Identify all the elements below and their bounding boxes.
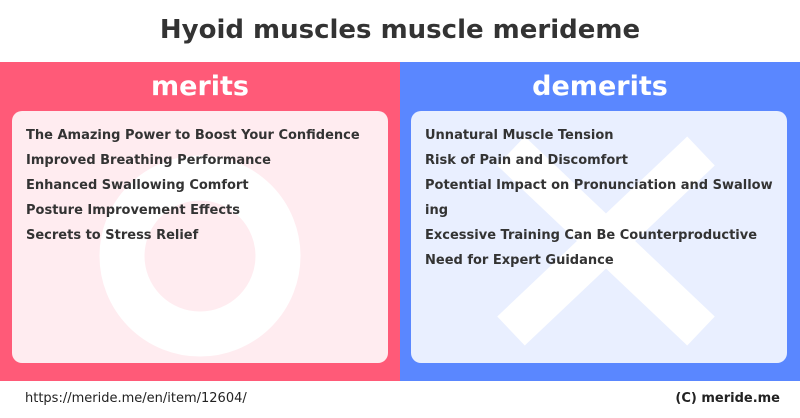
circle-icon <box>99 155 301 357</box>
merits-panel: merits The Amazing Power to Boost Your C… <box>0 62 400 381</box>
demerit-item: Excessive Training Can Be Counterproduct… <box>425 228 758 243</box>
demerits-heading: demerits <box>532 71 668 102</box>
merits-list-box: The Amazing Power to Boost Your Confiden… <box>12 111 388 363</box>
cross-icon <box>497 136 715 346</box>
merit-item: Secrets to Stress Relief <box>26 228 199 243</box>
merit-item: Improved Breathing Performance <box>26 153 271 168</box>
demerit-item: Unnatural Muscle Tension <box>425 128 614 143</box>
demerits-list-box: Unnatural Muscle Tension Risk of Pain an… <box>411 111 787 363</box>
merit-item: The Amazing Power to Boost Your Confiden… <box>26 128 360 143</box>
page-title: Hyoid muscles muscle merideme <box>159 15 641 45</box>
source-link[interactable]: https://meride.me/en/item/12604/ <box>25 391 247 406</box>
merit-item: Enhanced Swallowing Comfort <box>26 178 249 193</box>
demerit-item: Need for Expert Guidance <box>425 253 614 268</box>
copyright: (C) meride.me <box>675 391 780 406</box>
merit-item: Posture Improvement Effects <box>26 203 240 218</box>
demerits-panel: demerits Unnatural Muscle Tension Risk o… <box>400 62 800 381</box>
demerit-item: Potential Impact on Pronunciation and Sw… <box>425 178 773 218</box>
demerit-item: Risk of Pain and Discomfort <box>425 153 628 168</box>
merits-heading: merits <box>151 71 249 102</box>
